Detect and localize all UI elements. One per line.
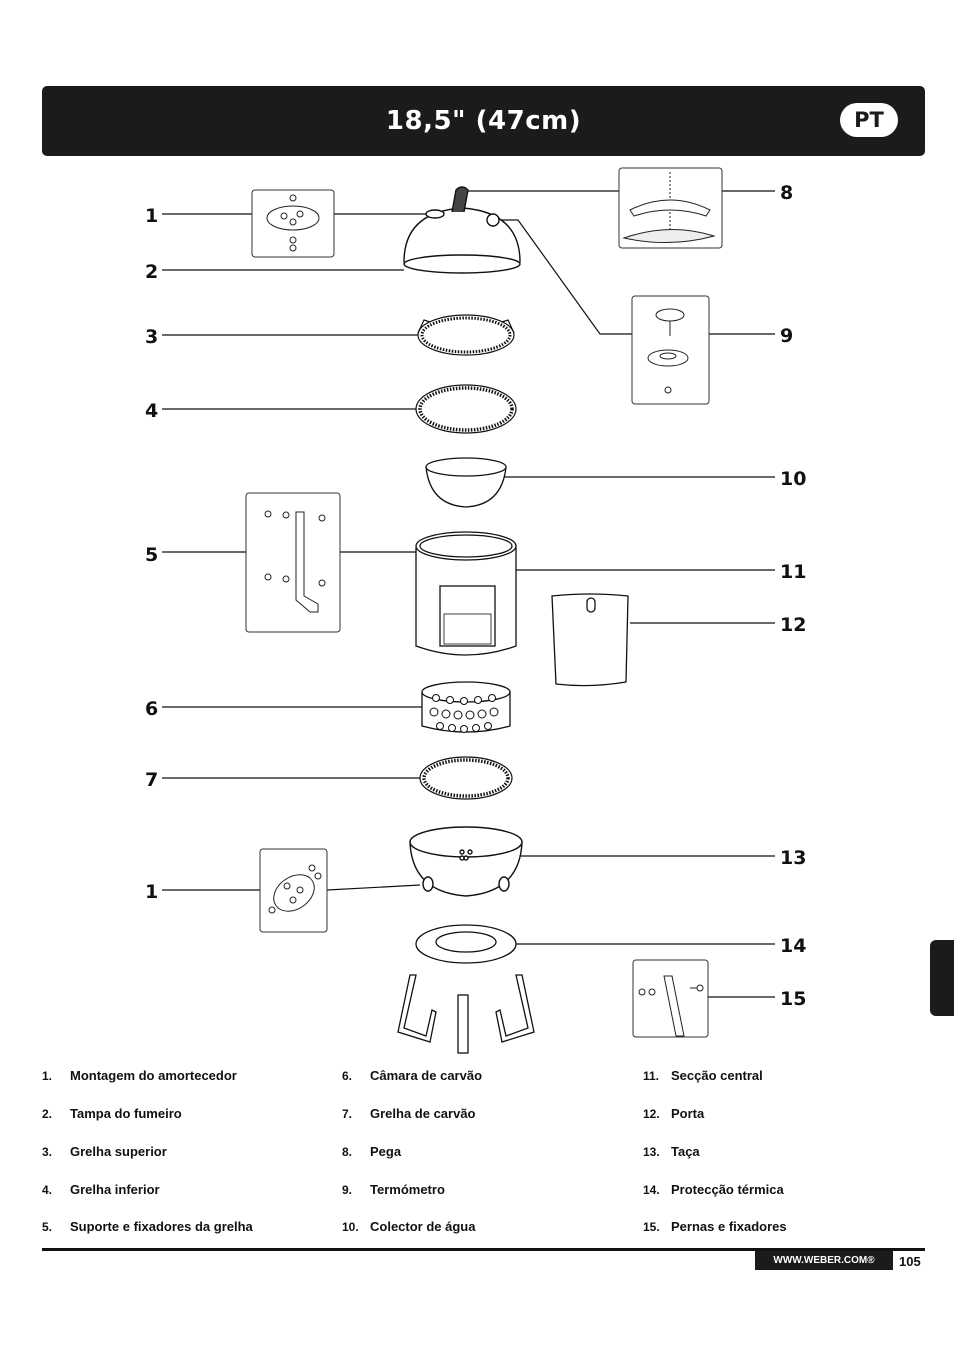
- callout-12: 12: [780, 614, 806, 636]
- top-grate-illustration: [417, 314, 515, 356]
- handle-icon: [622, 172, 716, 243]
- part-item-12: 12.Porta: [643, 1106, 705, 1121]
- grate-bracket-icon: [264, 510, 326, 613]
- part-item-14: 14.Protecção térmica: [643, 1182, 784, 1197]
- callout-8: 8: [780, 182, 793, 204]
- callout-1b: 1: [145, 881, 158, 903]
- callout-4: 4: [145, 400, 158, 422]
- callout-14: 14: [780, 935, 806, 957]
- heat-shield-illustration: [415, 924, 517, 964]
- legs-illustration: [397, 974, 535, 1054]
- callout-10: 10: [780, 468, 806, 490]
- smoker-lid-illustration: [403, 186, 521, 274]
- language-badge: PT: [840, 103, 898, 137]
- part-item-5: 5.Suporte e fixadores da grelha: [42, 1219, 253, 1234]
- section-tab: [930, 940, 954, 1016]
- part-item-6: 6.Câmara de carvão: [342, 1068, 483, 1083]
- detail-box-grate-bracket: [245, 492, 341, 633]
- website-url: WWW.WEBER.COM®: [755, 1251, 893, 1270]
- page-number: 105: [899, 1254, 921, 1269]
- page-title: 18,5" (47cm): [385, 106, 582, 136]
- charcoal-chamber-illustration: [421, 681, 511, 733]
- part-item-11: 11.Secção central: [643, 1068, 763, 1083]
- leader-line-9: [500, 219, 632, 335]
- callout-3: 3: [145, 326, 158, 348]
- callout-7: 7: [145, 769, 158, 791]
- part-item-4: 4.Grelha inferior: [42, 1182, 160, 1197]
- footer-rule: [42, 1248, 925, 1251]
- callout-9: 9: [780, 325, 793, 347]
- center-section-illustration: [415, 531, 517, 656]
- part-item-7: 7.Grelha de carvão: [342, 1106, 476, 1121]
- thermometer-icon: [647, 308, 689, 394]
- bottom-grate-illustration: [415, 384, 517, 434]
- callout-15: 15: [780, 988, 806, 1010]
- part-item-13: 13.Taça: [643, 1144, 700, 1159]
- part-item-3: 3.Grelha superior: [42, 1144, 167, 1159]
- callout-1: 1: [145, 205, 158, 227]
- part-item-8: 8.Pega: [342, 1144, 402, 1159]
- callout-13: 13: [780, 847, 806, 869]
- water-pan-illustration: [425, 457, 507, 508]
- bowl-illustration: [409, 826, 523, 897]
- damper-bottom-icon: [268, 864, 322, 914]
- exploded-parts-diagram: 1 2 3 4 5 6 7 1 8 9 10 11 12 13 14 15: [145, 167, 806, 1054]
- part-item-2: 2.Tampa do fumeiro: [42, 1106, 182, 1121]
- leg-fastener-icon: [638, 975, 704, 1037]
- callout-11: 11: [780, 561, 806, 583]
- part-item-9: 9.Termómetro: [342, 1182, 445, 1197]
- damper-top-icon: [266, 194, 320, 252]
- callout-6: 6: [145, 698, 158, 720]
- part-item-10: 10.Colector de água: [342, 1219, 476, 1234]
- callout-2: 2: [145, 261, 158, 283]
- part-item-15: 15.Pernas e fixadores: [643, 1219, 787, 1234]
- door-illustration: [551, 593, 629, 687]
- part-item-1: 1.Montagem do amortecedor: [42, 1068, 237, 1083]
- page-header: 18,5" (47cm) PT: [42, 86, 925, 156]
- charcoal-grate-illustration: [419, 756, 513, 800]
- callout-5: 5: [145, 544, 158, 566]
